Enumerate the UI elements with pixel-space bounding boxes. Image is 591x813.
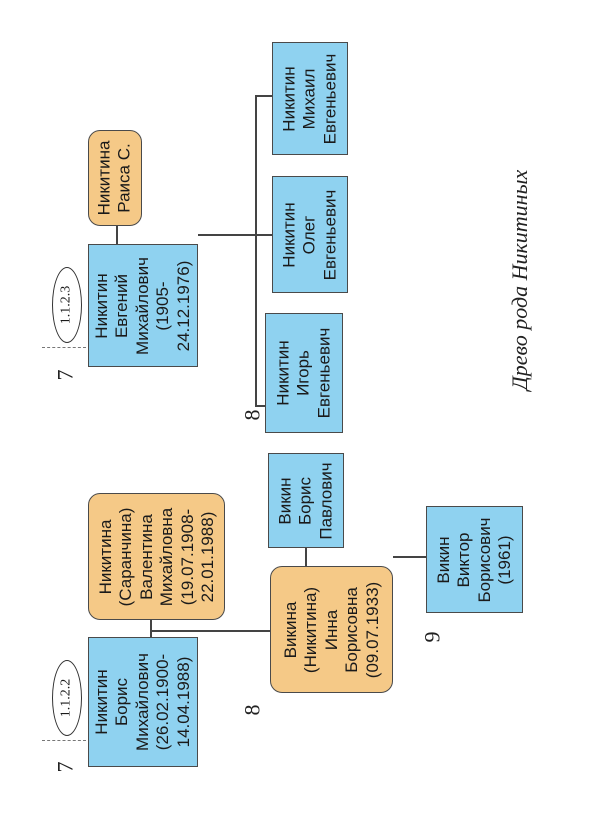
person-box-igor: Никитин Игорь Евгеньевич: [265, 313, 343, 433]
person-box-evgeniy: Никитин Евгений Михайлович (1905- 24.12.…: [88, 244, 198, 367]
person-name: Викина (Никитина) Инна Борисовна (09.07.…: [280, 581, 382, 678]
connector-line: [305, 548, 307, 566]
diagram-title-text: Древо рода Никитиных: [506, 169, 532, 391]
generation-label: 8: [239, 409, 265, 421]
code-label: 1.1.2.3: [58, 285, 74, 325]
connector-line: [255, 405, 265, 407]
generation-label: 9: [419, 631, 445, 643]
person-name: Никитин Евгений Михайлович (1905- 24.12.…: [92, 256, 193, 355]
person-name: Никитина (Саранчина) Валентина Михайловн…: [95, 507, 217, 606]
connector-line: [255, 95, 257, 407]
person-name: Никитин Игорь Евгеньевич: [273, 327, 334, 419]
person-box-oleg: Никитин Олег Евгеньевич: [272, 176, 348, 293]
dashed-line: [42, 347, 86, 348]
person-name: Никитина Раиса С.: [94, 140, 134, 216]
person-name: Викин Борис Павлович: [275, 461, 336, 540]
connector-line: [393, 556, 426, 558]
person-box-raisa: Никитина Раиса С.: [88, 130, 142, 226]
person-name: Викин Виктор Борисович (1961): [433, 516, 514, 603]
generation-label: 8: [239, 704, 265, 716]
person-name: Никитин Борис Михайлович (26.02.1900- 14…: [92, 653, 193, 751]
connector-line: [255, 95, 272, 97]
person-box-viktor: Викин Виктор Борисович (1961): [426, 506, 523, 613]
generation-label: 7: [52, 761, 78, 773]
dashed-line: [42, 740, 86, 741]
person-name: Никитин Михаил Евгеньевич: [279, 53, 340, 144]
person-box-mikhail: Никитин Михаил Евгеньевич: [272, 42, 348, 155]
connector-line: [116, 226, 118, 244]
generation-label: 7: [52, 369, 78, 381]
person-box-boris-vikin: Викин Борис Павлович: [268, 453, 344, 548]
connector-line: [150, 630, 270, 632]
person-box-valentina: Никитина (Саранчина) Валентина Михайловн…: [88, 493, 225, 620]
connector-line: [255, 234, 272, 236]
person-box-boris-nikitin: Никитин Борис Михайлович (26.02.1900- 14…: [88, 637, 198, 767]
connector-line: [198, 234, 255, 236]
connector-line: [150, 620, 152, 638]
person-box-inna: Викина (Никитина) Инна Борисовна (09.07.…: [270, 566, 393, 693]
person-name: Никитин Олег Евгеньевич: [279, 189, 340, 280]
code-label: 1.1.2.2: [58, 678, 74, 718]
code-ellipse-evgeniy: 1.1.2.3: [52, 267, 82, 343]
code-ellipse-boris: 1.1.2.2: [52, 660, 82, 736]
